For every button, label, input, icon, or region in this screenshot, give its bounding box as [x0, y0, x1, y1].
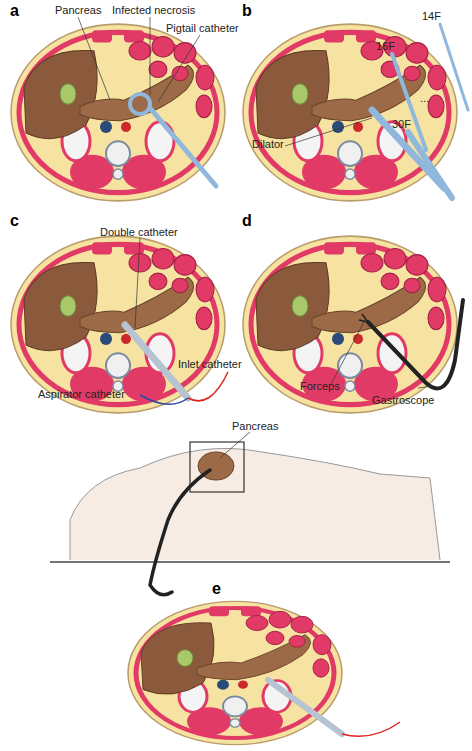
part-label: 16F [376, 40, 395, 53]
part-label: 14F [422, 10, 441, 23]
part-label: 30F [392, 118, 411, 131]
part-label: Inlet catheter [178, 358, 242, 371]
part-label: Dilator [252, 138, 284, 151]
part-label: Forceps [300, 380, 340, 393]
leader-line [330, 322, 364, 386]
panel-letter: b [242, 2, 252, 20]
leader-line [285, 118, 372, 146]
part-label: ... [420, 92, 429, 105]
part-label: Gastroscope [372, 394, 434, 407]
part-label: Pigtail catheter [166, 22, 239, 35]
panel-letter: d [242, 212, 252, 230]
panel-letter: a [10, 2, 19, 20]
part-label: Double catheter [100, 226, 178, 239]
leader-line [135, 238, 140, 328]
part-label: Pancreas [232, 420, 278, 433]
gastroscope [359, 300, 463, 388]
dilator [372, 24, 468, 198]
panel-letter: e [212, 580, 221, 598]
side-view [50, 432, 450, 595]
catheter [268, 680, 400, 736]
cross-section [11, 236, 225, 413]
part-label: Aspirator catheter [38, 388, 125, 401]
cross-section [243, 236, 457, 413]
part-label: Infected necrosis [112, 4, 195, 17]
pigtail-catheter [130, 94, 216, 186]
part-label: Pancreas [55, 4, 101, 17]
panel-letter: c [10, 212, 19, 230]
leader-line [418, 386, 432, 388]
cross-section [243, 24, 457, 201]
cross-section [11, 24, 225, 201]
cross-section [128, 601, 342, 744]
